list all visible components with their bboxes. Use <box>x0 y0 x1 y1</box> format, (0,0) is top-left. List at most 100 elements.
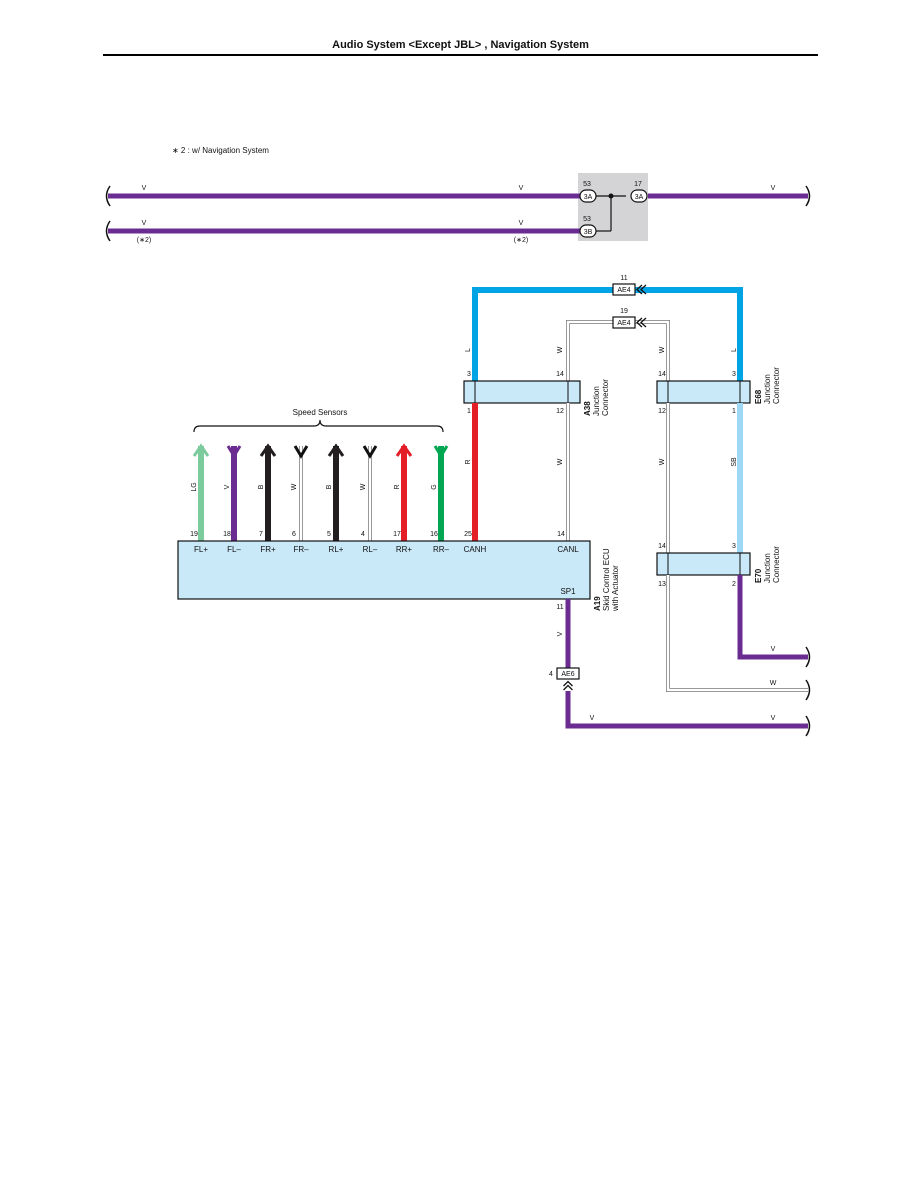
e68-pin-br: 1 <box>732 408 736 415</box>
connector-AE4-bottom-pin: 19 <box>620 308 628 315</box>
e68-pin-bl: 12 <box>658 408 666 415</box>
speed-sensor-wire-fl-plus: LG <box>191 443 210 541</box>
a38-name2: Connector <box>601 379 610 416</box>
speed-sensor-wire-color: W <box>291 483 298 490</box>
ecu-pin-name: FL+ <box>194 545 208 554</box>
ecu-pin-name: RL+ <box>329 545 344 554</box>
ecu-canl-name: CANL <box>557 545 579 554</box>
connector-3A-right-label: 3A <box>635 194 644 201</box>
page-header: Audio System <Except JBL> , Navigation S… <box>103 38 818 56</box>
connector-AE4-bottom-arrow <box>636 317 647 328</box>
ecu-pin-name: FL– <box>227 545 241 554</box>
junction-connector-E70 <box>656 552 751 576</box>
speed-sensor-wire-rl-plus: B <box>326 443 345 541</box>
ecu-pin-name: FR+ <box>260 545 276 554</box>
a38-pin-br: 12 <box>556 408 564 415</box>
connector-3A-left <box>579 189 597 203</box>
ecu-pin-number: 16 <box>430 531 438 538</box>
connector-3A-right <box>630 189 648 203</box>
ecu-sp1-name: SP1 <box>560 587 576 596</box>
ecu-pin-number: 5 <box>327 531 331 538</box>
e68-pin-tr: 3 <box>732 371 736 378</box>
wire-label-v-bottom-right: V <box>771 715 776 722</box>
top-wire-1-right-color: V <box>771 185 776 192</box>
navigation-note: ∗ 2 : w/ Navigation System <box>172 146 269 155</box>
wire-label-v-sp1: V <box>557 631 564 636</box>
ecu-canl-pin: 14 <box>557 531 565 538</box>
wire-label-w-a38-bot: W <box>557 458 564 465</box>
wire-label-v-bottom-left: V <box>590 715 595 722</box>
connector-AE4-bottom <box>612 316 636 329</box>
ecu-name2: with Actuator <box>611 565 620 612</box>
speed-sensor-wire-fl-minus: V <box>224 445 242 541</box>
top-wire-1-left-end <box>105 185 111 207</box>
a38-pin-tl: 3 <box>467 371 471 378</box>
speed-sensor-wire-color: W <box>360 483 367 490</box>
w-out-end <box>805 679 811 701</box>
top-wire-1-left-color: V <box>142 185 147 192</box>
ecu-pin-number: 18 <box>223 531 231 538</box>
speed-sensor-wires: LG V B W B W R G <box>191 443 449 541</box>
speed-sensor-wire-color: R <box>394 484 401 489</box>
can-w-wire <box>566 320 670 381</box>
top-wire-2-left-note: (∗2) <box>137 237 151 244</box>
can-w-wire-outline <box>566 320 670 381</box>
ecu-pin-number: 19 <box>190 531 198 538</box>
a38-name1: Junction <box>592 386 601 416</box>
e68-id: E68 <box>754 389 763 404</box>
connector-3A-left-label: 3A <box>584 194 593 201</box>
ecu-name1: Skid Control ECU <box>602 548 611 611</box>
a38-pin-tr: 14 <box>556 371 564 378</box>
speed-sensors-brace <box>193 419 444 433</box>
e70-pin-tr: 3 <box>732 543 736 550</box>
connector-AE6-arrow <box>563 680 573 691</box>
ecu-pin-name: RL– <box>363 545 378 554</box>
connector-3B-label: 3B <box>584 229 593 236</box>
speed-sensor-wire-color: V <box>224 484 231 489</box>
ecu-pin-number: 6 <box>292 531 296 538</box>
e70-name1: Junction <box>763 553 772 583</box>
skid-control-ecu <box>177 540 591 600</box>
top-wire-1-mid-color: V <box>519 185 524 192</box>
speed-sensor-wire-rl-minus: W <box>360 445 378 541</box>
connector-AE4-top-label: AE4 <box>617 287 630 294</box>
e70-v-out-end <box>805 646 811 668</box>
connector-AE4-bottom-label: AE4 <box>617 320 630 327</box>
connector-AE4-top <box>612 283 636 296</box>
speed-sensor-wire-rr-minus: G <box>431 445 449 541</box>
speed-sensor-wire-fr-minus: W <box>291 445 309 541</box>
can-l-wire <box>472 287 743 381</box>
e70-pin-br: 2 <box>732 581 736 588</box>
splice-point <box>608 193 614 199</box>
connector-3B <box>579 224 597 238</box>
ecu-pin-name: RR– <box>433 545 450 554</box>
wire-label-w-a38-top: W <box>557 346 564 353</box>
ecu-pin-number: 7 <box>259 531 263 538</box>
a38-pin-bl: 1 <box>467 408 471 415</box>
e68-pin-tl: 14 <box>658 371 666 378</box>
wire-label-l-left: L <box>465 348 472 352</box>
top-wire-2-left-end <box>105 220 111 242</box>
bottom-v-wire <box>565 691 808 729</box>
wire-label-r-can: R <box>465 459 472 464</box>
wire-label-v-e70-out: V <box>771 646 776 653</box>
connector-AE6 <box>556 667 580 680</box>
ecu-pin-name: RR+ <box>396 545 413 554</box>
e68-name2: Connector <box>772 367 781 404</box>
w-out-wire <box>666 575 808 692</box>
connector-3A-right-pin: 17 <box>634 181 642 188</box>
e70-v-out-wire <box>737 575 808 660</box>
speed-sensor-wire-color: B <box>326 484 333 489</box>
ecu-canh-name: CANH <box>464 545 487 554</box>
ecu-pin-number: 4 <box>361 531 365 538</box>
connector-3A-left-pin: 53 <box>583 181 591 188</box>
connector-AE6-pin: 4 <box>549 671 553 678</box>
e70-pin-tl: 14 <box>658 543 666 550</box>
top-wire-2-mid-note: (∗2) <box>514 237 528 244</box>
speed-sensor-wire-color: B <box>258 484 265 489</box>
e70-id: E70 <box>754 568 763 583</box>
wire-label-w-e68-top: W <box>659 346 666 353</box>
speed-sensor-wire-fr-plus: B <box>258 443 277 541</box>
